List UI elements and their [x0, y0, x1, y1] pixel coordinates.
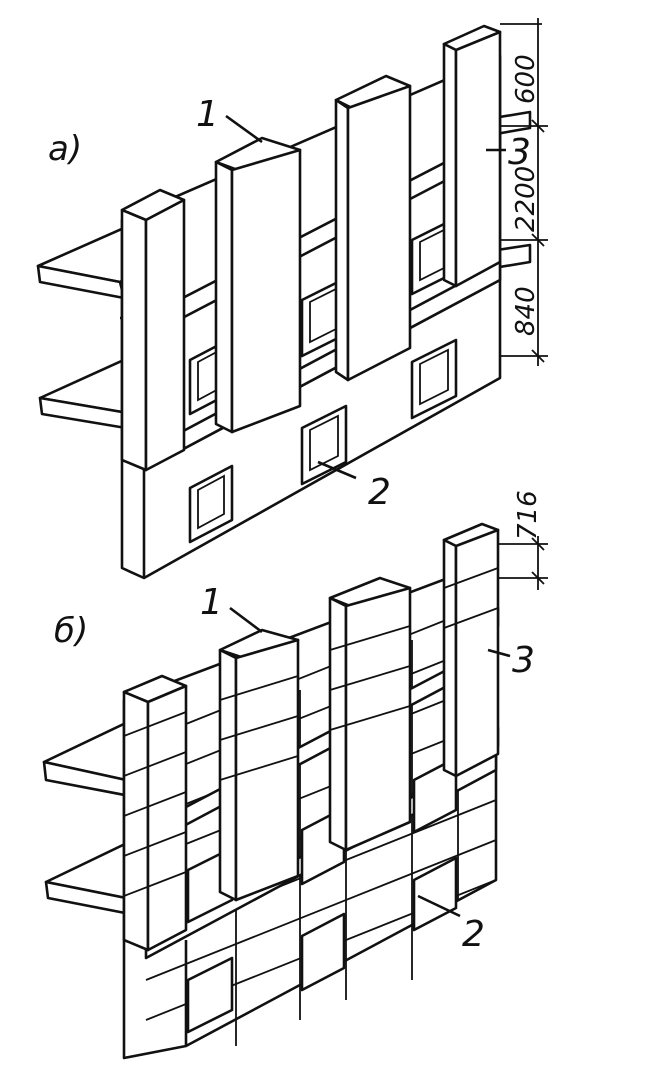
dimension-chain-a: [500, 18, 548, 366]
variant-a-label: а): [48, 129, 82, 169]
callout-2-b: 2: [462, 914, 485, 955]
column-panels-a: [120, 24, 502, 472]
callout-2-leader-b: [417, 894, 461, 918]
callout-3-a: 3: [508, 132, 531, 173]
dimension-600: 600: [511, 54, 541, 104]
callout-2-a: 2: [368, 472, 391, 513]
callout-3-b: 3: [512, 640, 535, 681]
callout-1-a: 1: [196, 94, 219, 135]
callout-1-leader-b: [229, 606, 263, 634]
variant-b-label: б): [54, 611, 88, 651]
dimension-chain-b: [498, 536, 548, 590]
window-openings-a: [188, 216, 458, 544]
column-panels-b: [122, 522, 500, 952]
callout-1-leader-a: [225, 114, 263, 144]
variant-a: а) 1 2 3 600 2200 840: [36, 18, 548, 580]
variant-b: б) 1 2 3 716: [42, 490, 548, 1060]
dimension-2200: 2200: [511, 166, 541, 232]
callout-3-leader-b: [487, 648, 511, 658]
callout-1-b: 1: [200, 582, 223, 623]
window-openings-b: [186, 756, 458, 1034]
dimension-716: 716: [513, 490, 543, 540]
dimension-840: 840: [511, 286, 541, 336]
callout-2-leader-a: [317, 460, 357, 480]
